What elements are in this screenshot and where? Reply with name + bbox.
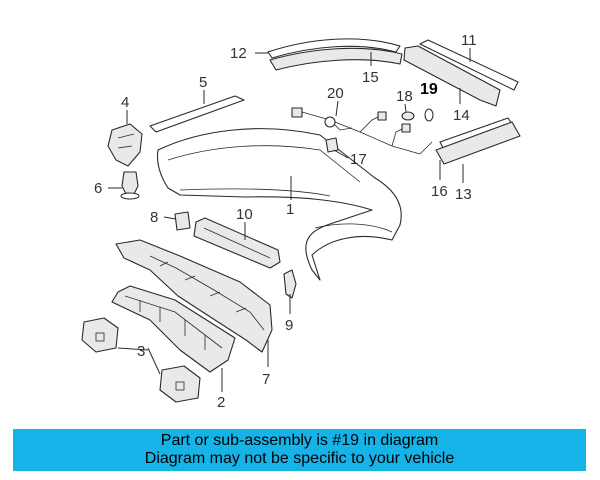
spacer-block-part [174, 211, 191, 231]
callout-8: 8 [150, 209, 158, 226]
banner-line-disclaimer: Diagram may not be specific to your vehi… [144, 450, 455, 467]
callout-5: 5 [199, 74, 207, 91]
callout-11: 11 [461, 32, 477, 49]
molding-upper-part [267, 38, 401, 59]
trim-strip-upper-part [419, 39, 519, 91]
callout-15: 15 [362, 69, 379, 86]
callout-13: 13 [455, 186, 472, 203]
clip-bracket-part [107, 123, 143, 167]
callout-1: 1 [286, 201, 294, 218]
guide-strip-part [149, 95, 245, 133]
callout-19: 19 [420, 81, 438, 98]
molding-lower-part [269, 47, 403, 71]
side-bracket-part [283, 269, 297, 299]
bumper-cover-part [156, 128, 402, 281]
bracket-upper-part [81, 317, 119, 353]
callout-14: 14 [453, 107, 470, 124]
callout-17: 17 [350, 151, 367, 168]
callout-9: 9 [285, 317, 293, 334]
callout-16: 16 [431, 183, 448, 200]
callout-6: 6 [94, 180, 102, 197]
wiring-harness-part [291, 107, 433, 155]
trim-strip-lower-part [403, 45, 501, 107]
plug-part [401, 111, 415, 121]
impact-strip-part [193, 217, 281, 269]
callout-3: 3 [137, 343, 145, 360]
harness-clip-part [325, 137, 339, 153]
parts-diagram: 1 2 3 4 5 6 7 8 9 10 11 12 13 14 15 16 1… [81, 32, 521, 411]
callout-4: 4 [121, 94, 129, 111]
bracket-lower-part [159, 365, 201, 403]
banner-line-part-number: Part or sub-assembly is #19 in diagram [160, 432, 439, 449]
reinforcement-beam-part [111, 285, 236, 373]
callout-7: 7 [262, 371, 270, 388]
push-clip-part [120, 171, 140, 200]
callout-20: 20 [327, 85, 344, 102]
grommet-part-19 [424, 108, 434, 122]
callout-18: 18 [396, 88, 413, 105]
energy-absorber-part [115, 239, 273, 353]
info-banner: Part or sub-assembly is #19 in diagram D… [13, 429, 586, 471]
callout-12: 12 [230, 45, 247, 62]
callout-2: 2 [217, 394, 225, 411]
leader-lines [108, 48, 471, 392]
side-trim-lower-part [435, 121, 521, 165]
callout-10: 10 [236, 206, 253, 223]
